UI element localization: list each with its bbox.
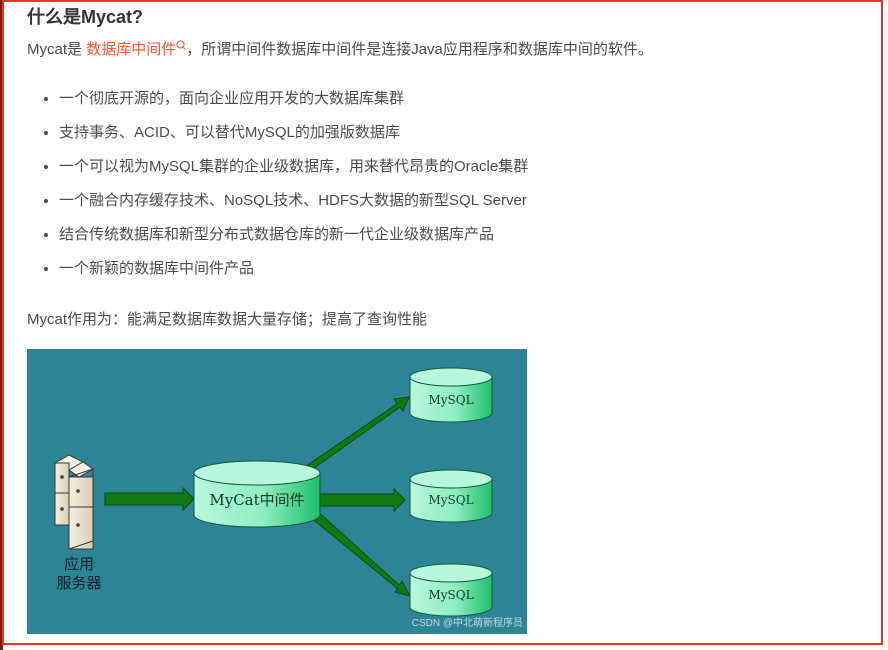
section-heading: 什么是Mycat? xyxy=(27,7,144,27)
arrow-to-mysql-mid xyxy=(318,487,406,513)
intro-suffix: ，所谓中间件数据库中间件是连接Java应用程序和数据库中间的软件。 xyxy=(186,41,653,58)
intro-paragraph: Mycat是 数据库中间件 ，所谓中间件数据库中间件是连接Java应用程序和数据库… xyxy=(27,38,653,62)
search-icon xyxy=(176,40,187,50)
arrow-to-middleware xyxy=(104,486,195,512)
arrow-to-mysql-top xyxy=(305,396,410,472)
app-server-label-line1: 应用 xyxy=(63,556,94,573)
feature-item: 一个融合内存缓存技术、NoSQL技术、HDFS大数据的新型SQL Server xyxy=(59,188,528,222)
feature-list: 一个彻底开源的，面向企业应用开发的大数据库集群 支持事务、ACID、可以替代My… xyxy=(27,86,528,290)
mysql-label-top: MySQL xyxy=(428,393,473,407)
flow-arrows xyxy=(104,396,411,597)
feature-item: 结合传统数据库和新型分布式数据仓库的新一代企业级数据库产品 xyxy=(59,222,528,256)
middleware-label: MyCat中间件 xyxy=(209,491,304,509)
intro-prefix: Mycat是 xyxy=(27,41,87,58)
architecture-diagram: MyCat中间件 MySQL MySQL MySQL 应用 服务器 CSDN @… xyxy=(27,349,527,634)
app-server-label: 应用 服务器 xyxy=(53,555,105,593)
feature-item: 支持事务、ACID、可以替代MySQL的加强版数据库 xyxy=(59,120,528,154)
mysql-cylinder-bottom xyxy=(409,563,493,617)
feature-item: 一个彻底开源的，面向企业应用开发的大数据库集群 xyxy=(59,86,528,120)
feature-item: 一个可以视为MySQL集群的企业级数据库，用来替代昂贵的Oracle集群 xyxy=(59,154,528,188)
feature-item: 一个新颖的数据库中间件产品 xyxy=(59,256,528,290)
middleware-cylinder xyxy=(193,460,321,528)
mysql-label-middle: MySQL xyxy=(428,493,473,507)
window-left-edge xyxy=(0,0,3,650)
diagram-canvas: MyCat中间件 MySQL MySQL MySQL xyxy=(53,367,493,617)
app-server-icon xyxy=(53,454,94,550)
role-paragraph: Mycat作用为：能满足数据库数据大量存储；提高了查询性能 xyxy=(27,311,428,328)
middleware-link-text: 数据库中间件 xyxy=(86,41,177,58)
mysql-cylinder-middle xyxy=(409,469,493,523)
mysql-label-bottom: MySQL xyxy=(428,588,473,602)
csdn-watermark: CSDN @中北萌新程序员 xyxy=(411,618,523,629)
mysql-cylinder-top xyxy=(409,367,493,423)
middleware-link[interactable]: 数据库中间件 xyxy=(86,40,187,58)
arrow-to-mysql-bottom xyxy=(309,508,411,597)
app-server-label-line2: 服务器 xyxy=(56,575,102,592)
